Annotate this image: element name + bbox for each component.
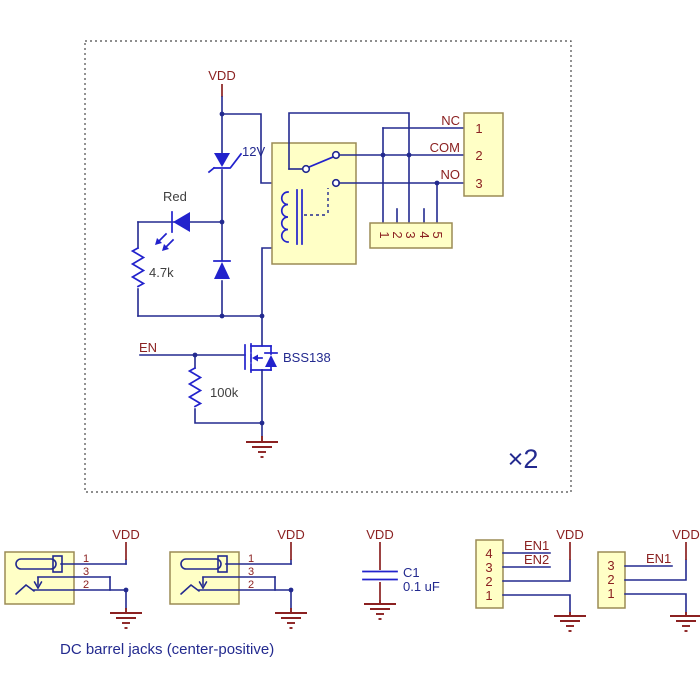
relay [271,142,357,265]
mosfet: BSS138 [244,343,331,373]
ground-symbol-jack2 [275,608,307,629]
vdd-label-conn3: VDD [672,527,699,542]
ground-symbol-cap [364,600,396,620]
conn4-en1-label: EN1 [524,538,549,553]
led-resistor: 4.7k [130,221,174,317]
header-pin-1: 1 [377,231,392,238]
header-pin-5: 5 [430,231,445,238]
conn3-pin-2: 2 [607,572,614,587]
conn4-pin-1: 1 [485,588,492,603]
conn4-pin-2: 2 [485,574,492,589]
header-pin-2: 2 [390,231,405,238]
terminal-pin-3: 3 [475,176,482,191]
contact-routing-wires [288,112,465,224]
no-label: NO [441,167,461,182]
capacitor-name-label: C1 [403,565,420,580]
ground-symbol-conn4 [554,612,586,632]
flyback-diode [213,260,231,279]
zener-diode: 12V [207,144,265,174]
enable-header-4pin: 4 3 2 1 EN1 EN2 VDD [475,527,586,632]
vdd-label-main: VDD [208,68,235,83]
header-pin-3: 3 [403,231,418,238]
enable-net: EN [139,340,246,356]
vdd-label-jack1: VDD [112,527,139,542]
conn3-en1-label: EN1 [646,551,671,566]
relay-coil [280,191,289,243]
jack2-pin-1: 1 [248,553,254,565]
header-pin-4: 4 [417,231,432,238]
jack1-pin-3: 3 [83,566,89,578]
junction-dots-main [192,111,440,426]
relay-switch-arm [307,155,335,169]
com-label: COM [430,140,460,155]
nc-label: NC [441,113,460,128]
output-header-5pin: 1 2 3 4 5 [369,222,453,249]
output-terminal-block: 1 2 3 [463,112,504,197]
capacitor-value-label: 0.1 uF [403,579,440,594]
vdd-symbol-main: VDD [208,68,236,97]
enable-label: EN [139,340,157,355]
ground-symbol-jack1 [110,608,142,629]
terminal-pin-2: 2 [475,148,482,163]
channel-outline-box [84,40,572,493]
enable-header-3pin: 3 2 1 EN1 VDD [597,527,700,632]
conn3-pin-1: 1 [607,586,614,601]
conn4-en2-label: EN2 [524,552,549,567]
conn3-pin-3: 3 [607,558,614,573]
main-schematic: VDD 12V Red [130,68,539,474]
relay-pole-contact [301,164,311,174]
zener-value-label: 12V [242,144,265,159]
led-color-label: Red [163,189,187,204]
terminal-pin-1: 1 [475,121,482,136]
barrel-jack-1: 1 3 2 VDD [4,527,142,629]
conn4-pin-3: 3 [485,560,492,575]
ground-symbol-conn3 [670,612,700,632]
caption: DC barrel jacks (center-positive) [60,641,274,658]
jack1-pin-1: 1 [83,553,89,565]
bypass-capacitor: VDD C1 0.1 uF [362,527,440,620]
vdd-label-jack2: VDD [277,527,304,542]
ground-symbol-main [246,436,278,458]
multiplier-note: ×2 [508,444,539,474]
bottom-section: 1 3 2 VDD [4,527,700,658]
jack2-pin-2: 2 [248,579,254,591]
barrel-jack-2: 1 3 2 VDD [169,527,307,629]
led-resistor-value-label: 4.7k [149,265,174,280]
vdd-label-cap: VDD [366,527,393,542]
jack1-pin-2: 2 [83,579,89,591]
mosfet-part-label: BSS138 [283,350,331,365]
pulldown-value-label: 100k [210,385,239,400]
indicator-led: Red [137,189,223,251]
conn4-pin-4: 4 [485,546,492,561]
jack2-pin-3: 3 [248,566,254,578]
vdd-label-conn4: VDD [556,527,583,542]
